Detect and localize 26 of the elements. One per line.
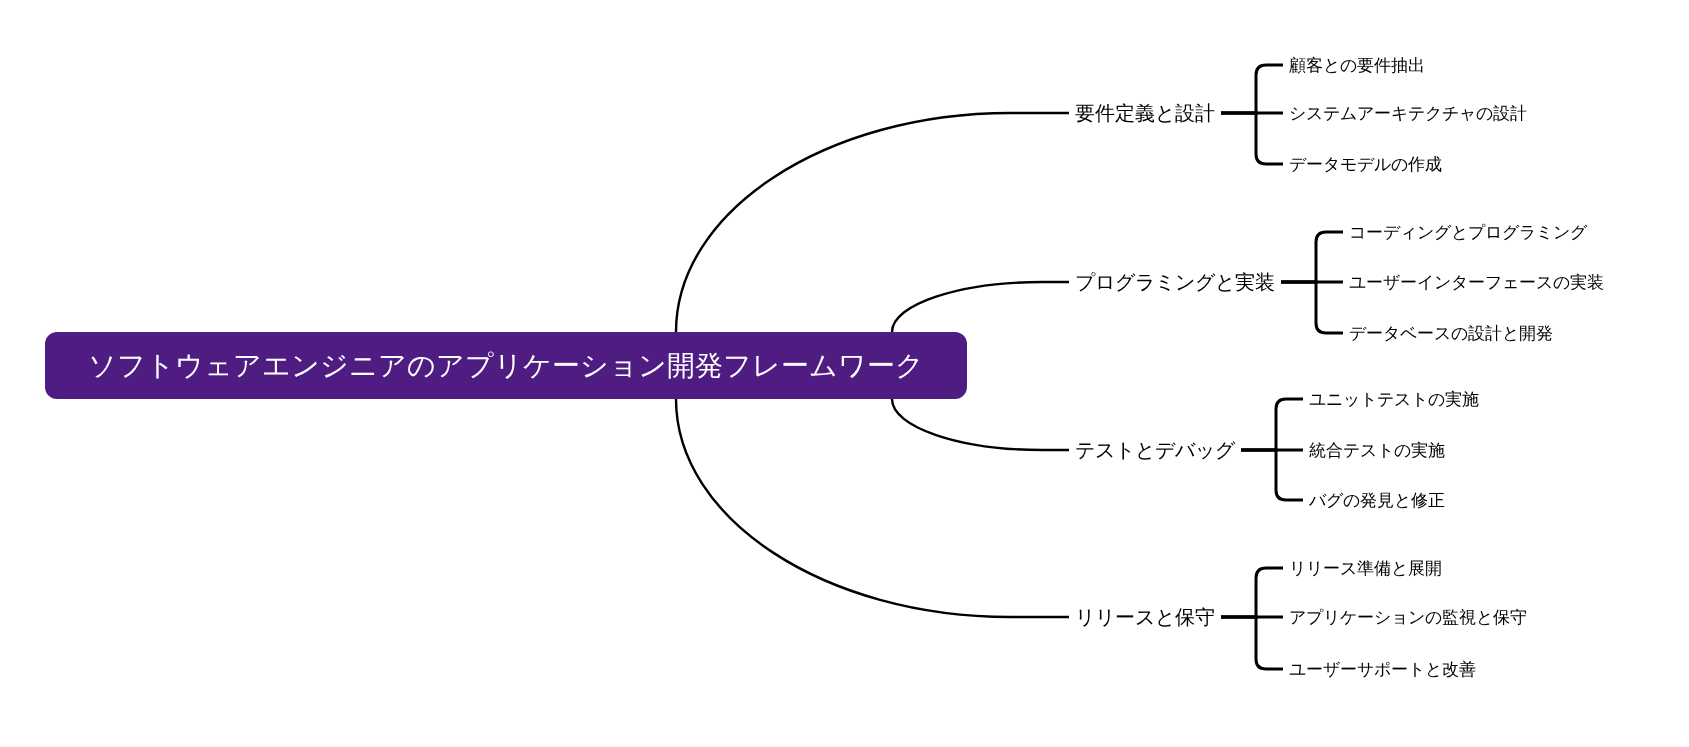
subtopic: 顧客との要件抽出 [1283, 54, 1431, 77]
branch-topic: 要件定義と設計 [1069, 100, 1221, 126]
subtopic: システムアーキテクチャの設計 [1283, 102, 1533, 125]
subtopic: アプリケーションの監視と保守 [1283, 606, 1533, 629]
subtopic: データモデルの作成 [1283, 153, 1448, 176]
central-topic-box [45, 332, 967, 399]
curved-connector [674, 111, 1069, 333]
subtopic: ユーザーサポートと改善 [1283, 658, 1482, 681]
branch-topic: リリースと保守 [1069, 604, 1221, 630]
bracket-connector [1221, 615, 1283, 671]
subtopic: ユニットテストの実施 [1303, 388, 1485, 411]
bracket-connector [1281, 280, 1343, 335]
branch-topic: プログラミングと実装 [1069, 269, 1281, 295]
branch-topic: テストとデバッグ [1069, 437, 1241, 463]
curved-connector [890, 280, 1069, 333]
bracket-connector [1241, 448, 1303, 502]
subtopic: 統合テストの実施 [1303, 439, 1451, 462]
bracket-connector [1221, 111, 1283, 166]
subtopic: リリース準備と展開 [1283, 557, 1448, 580]
central-topic-text: ソフトウェアエンジニアのアプリケーション開発フレームワーク [88, 348, 924, 383]
curved-connector [890, 398, 1069, 452]
subtopic: データベースの設計と開発 [1343, 322, 1559, 345]
subtopic: ユーザーインターフェースの実装 [1343, 271, 1610, 294]
subtopic: バグの発見と修正 [1303, 489, 1451, 512]
curved-connector [674, 398, 1069, 619]
subtopic: コーディングとプログラミング [1343, 221, 1593, 244]
